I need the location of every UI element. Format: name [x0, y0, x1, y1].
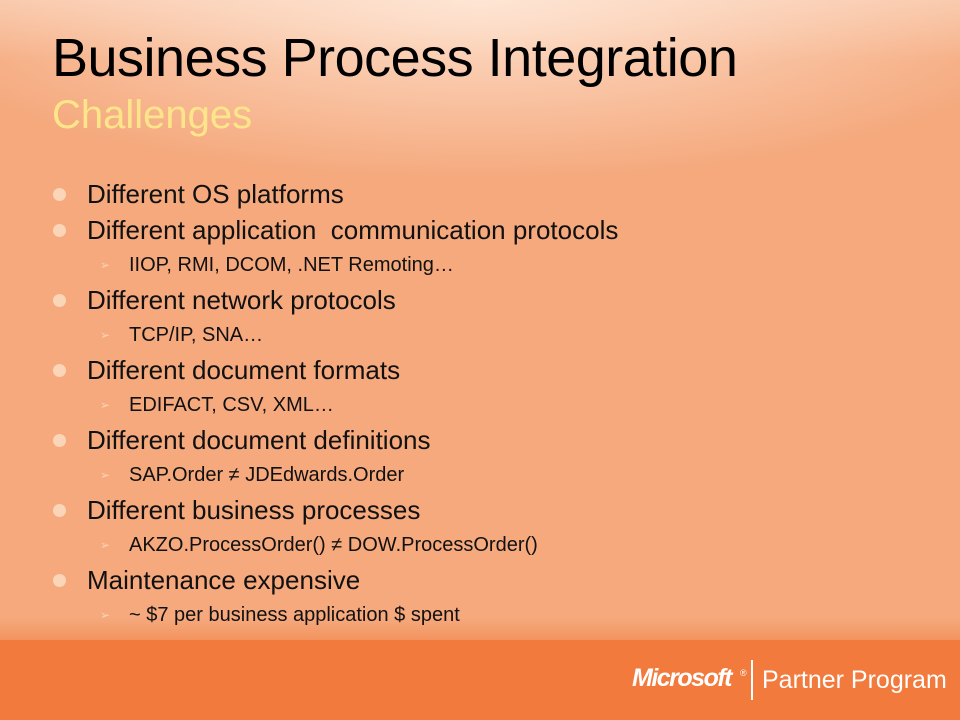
- footer-separator: [0, 618, 960, 640]
- sub-bullet-item: ➢ SAP.Order ≠ JDEdwards.Order: [50, 458, 930, 492]
- microsoft-wordmark: Microsoft: [632, 664, 733, 692]
- bullet-dot-icon: [53, 504, 66, 517]
- bullet-item: Different business processes: [50, 492, 930, 528]
- sub-bullet-item: ➢ AKZO.ProcessOrder() ≠ DOW.ProcessOrder…: [50, 528, 930, 562]
- bullet-item: Different document definitions: [50, 422, 930, 458]
- bullet-text: Different document formats: [87, 355, 401, 385]
- bullet-item: Maintenance expensive: [50, 562, 930, 598]
- bullet-text: Different OS platforms: [87, 179, 344, 209]
- bullet-item: Different document formats: [50, 352, 930, 388]
- arrowhead-bullet-icon: ➢: [100, 468, 111, 482]
- bullet-text: Different network protocols: [87, 285, 396, 315]
- partner-program-text: Partner Program: [762, 666, 947, 694]
- sub-bullet-text: TCP/IP, SNA…: [129, 324, 264, 346]
- arrowhead-bullet-icon: ➢: [100, 328, 111, 342]
- bullet-item: Different network protocols: [50, 282, 930, 318]
- sub-bullet-item: ➢ ~ $7 per business application $ spent: [50, 598, 930, 632]
- arrowhead-bullet-icon: ➢: [100, 398, 111, 412]
- bullet-text: Different document definitions: [87, 425, 431, 455]
- arrowhead-bullet-icon: ➢: [100, 538, 111, 552]
- arrowhead-bullet-icon: ➢: [100, 608, 111, 622]
- logo-divider: [751, 660, 753, 700]
- bullet-dot-icon: [53, 574, 66, 587]
- bullet-item: Different OS platforms: [50, 176, 930, 212]
- sub-bullet-item: ➢ IIOP, RMI, DCOM, .NET Remoting…: [50, 248, 930, 282]
- arrowhead-bullet-icon: ➢: [100, 258, 111, 272]
- sub-bullet-item: ➢ EDIFACT, CSV, XML…: [50, 388, 930, 422]
- sub-bullet-text: EDIFACT, CSV, XML…: [129, 394, 334, 416]
- bullet-dot-icon: [53, 434, 66, 447]
- footer-band: [0, 640, 960, 720]
- sub-bullet-item: ➢ TCP/IP, SNA…: [50, 318, 930, 352]
- bullet-dot-icon: [53, 364, 66, 377]
- sub-bullet-text: AKZO.ProcessOrder() ≠ DOW.ProcessOrder(): [129, 534, 538, 556]
- registered-mark: ®: [740, 668, 747, 678]
- bullet-item: Different application communication prot…: [50, 212, 930, 248]
- sub-bullet-text: IIOP, RMI, DCOM, .NET Remoting…: [129, 254, 454, 276]
- sub-bullet-text: SAP.Order ≠ JDEdwards.Order: [129, 464, 405, 486]
- bullet-text: Different application communication prot…: [87, 215, 619, 245]
- bullet-dot-icon: [53, 188, 66, 201]
- bullet-text: Different business processes: [87, 495, 421, 525]
- bullet-dot-icon: [53, 224, 66, 237]
- bullet-list: Different OS platforms Different applica…: [50, 176, 930, 632]
- bullet-dot-icon: [53, 294, 66, 307]
- slide-subtitle: Challenges: [52, 93, 253, 137]
- bullet-text: Maintenance expensive: [87, 565, 361, 595]
- sub-bullet-text: ~ $7 per business application $ spent: [129, 604, 460, 626]
- slide-title: Business Process Integration: [52, 28, 738, 88]
